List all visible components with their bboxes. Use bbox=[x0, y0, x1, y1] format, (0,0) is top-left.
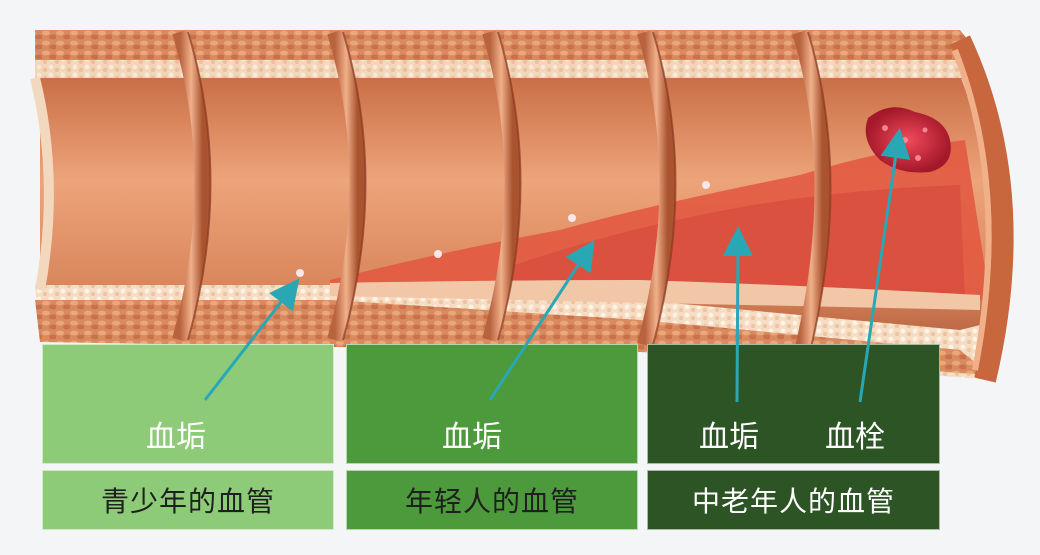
middle-aged-caption-box: 中老年人的血管 bbox=[647, 470, 940, 530]
young-adult-caption-box: 年轻人的血管 bbox=[346, 470, 638, 530]
youth-plaque-label: 血垢 bbox=[146, 420, 206, 455]
young-adult-plaque-label: 血垢 bbox=[442, 420, 502, 455]
middle-aged-plaque-label: 血垢 bbox=[699, 420, 759, 455]
young-adult-caption: 年轻人的血管 bbox=[404, 485, 579, 518]
youth-caption: 青少年的血管 bbox=[100, 485, 275, 518]
middle-aged-panel bbox=[647, 344, 940, 464]
youth-caption-box: 青少年的血管 bbox=[42, 470, 334, 530]
middle-aged-caption: 中老年人的血管 bbox=[691, 485, 895, 518]
middle-aged-clot-label: 血栓 bbox=[825, 420, 885, 455]
